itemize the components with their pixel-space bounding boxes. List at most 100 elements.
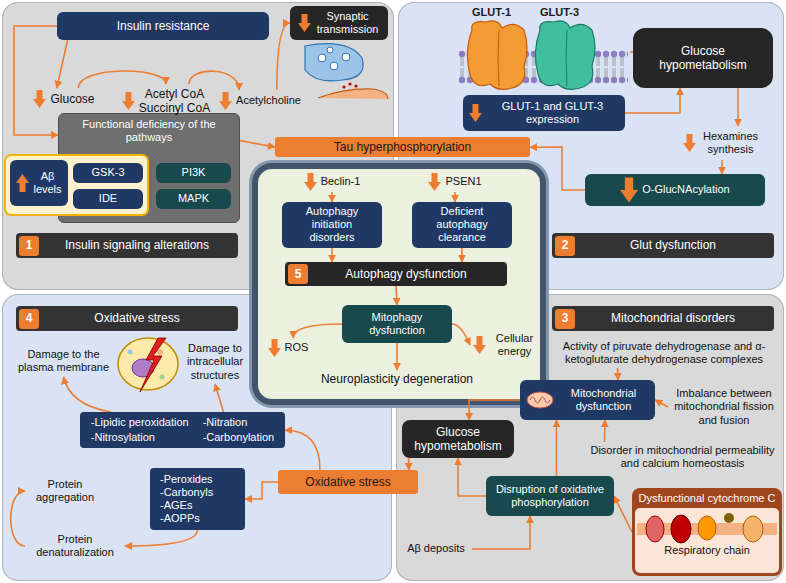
label-text: PSEN1 xyxy=(445,175,481,188)
down-icon xyxy=(683,134,696,152)
process-box: GLUT-1 and GLUT-3 expression xyxy=(463,95,625,131)
label-text: -AGEs xyxy=(160,499,192,512)
label-text: -AOPPs xyxy=(160,512,200,525)
process-box: -Lipidic peroxidation -Nitration -Nitrosyl… xyxy=(80,412,285,448)
label-text: Oxidative stress xyxy=(305,475,390,489)
arrow-icon xyxy=(219,92,232,110)
label-text: -Nitrosylation xyxy=(91,431,189,444)
text-node: Imbalance between mitochondrial fission … xyxy=(668,384,780,430)
process-box: Synaptic transmission xyxy=(290,6,388,40)
text-node: Glucose xyxy=(28,88,100,110)
arrow-connector xyxy=(472,516,530,549)
label-text: Synaptic transmission xyxy=(315,10,381,36)
arrow-connector xyxy=(408,458,410,470)
protein-label: GLUT-3 xyxy=(540,6,579,18)
protein-label: GLUT-1 xyxy=(472,6,511,18)
label-text: GSK-3 xyxy=(91,166,124,179)
cell-illustration xyxy=(118,338,178,392)
label-text: Dysfunctional cytochrome C xyxy=(635,492,779,505)
label-text: Damage to the plasma membrane xyxy=(16,348,111,374)
text-node: Damage to intracellular structures xyxy=(180,340,250,384)
arrow-icon xyxy=(16,174,29,192)
label-text: Oxidative stress xyxy=(39,311,235,325)
arrow-connector xyxy=(452,324,470,345)
label-text: Glucose hypometabolism xyxy=(408,425,508,454)
down-icon xyxy=(298,14,311,32)
process-box: -Peroxides-Carbonyls-AGEs-AOPPs xyxy=(150,468,245,530)
down-icon xyxy=(469,104,482,122)
label-text: Mitophagy dysfunction xyxy=(348,311,446,337)
down-icon xyxy=(428,173,441,191)
arrow-connector xyxy=(57,40,68,88)
arrow-connector xyxy=(396,343,398,370)
arrow-connector xyxy=(737,88,739,126)
process-box: MAPK xyxy=(156,189,231,209)
arrow-connector xyxy=(64,377,111,412)
process-box: GSK-3 xyxy=(73,163,143,183)
arrow-connector xyxy=(331,248,333,262)
label-text: Disruption of oxidative phosphorylation xyxy=(492,483,608,509)
label-text: Aβ levels xyxy=(33,170,62,196)
arrow-connector xyxy=(331,192,333,202)
arrow-connector xyxy=(245,482,278,499)
label-text: Deficient autophagy clearance xyxy=(418,205,506,245)
process-box: Insulin resistance xyxy=(57,12,269,40)
text-node: Beclin-1 xyxy=(292,172,372,192)
process-box: Tau hyperphosphorylation xyxy=(275,137,530,157)
process-box: Oxidative stress xyxy=(278,470,418,494)
text-node: Disorder in mitochondrial permeability a… xyxy=(585,442,780,472)
up-icon xyxy=(16,174,29,192)
process-box: 5Autophagy dysfunction xyxy=(285,262,507,286)
arrow-connector xyxy=(530,147,585,190)
arrow-connector xyxy=(461,248,463,262)
arrow-connector xyxy=(617,368,619,380)
label-text: -Carbonyls xyxy=(160,486,213,499)
label-text: Acetyl CoA Succinyl CoA xyxy=(139,87,211,116)
down-icon xyxy=(33,90,46,108)
process-box: Mitophagy dysfunction xyxy=(342,305,452,343)
arrow-connector xyxy=(277,23,290,90)
arrow-icon xyxy=(268,339,281,357)
text-node: Acetylcholine xyxy=(218,90,302,112)
label-text: GLUT-1 and GLUT-3 expression xyxy=(486,100,619,126)
process-box: PI3K xyxy=(156,163,231,183)
synapse-illustration xyxy=(305,44,388,99)
down-icon xyxy=(122,92,135,110)
label-text: -Peroxides xyxy=(160,473,213,486)
arrow-connector xyxy=(240,141,275,148)
process-box: Deficient autophagy clearance xyxy=(412,202,512,248)
label-text: Insulin resistance xyxy=(117,19,210,33)
label-text: Glucose hypometabolism xyxy=(639,44,767,73)
process-box: Functional deficiency of the pathwaysGSK… xyxy=(58,113,240,223)
arrow-connector xyxy=(189,71,239,90)
arrow-connector xyxy=(604,420,606,442)
highlight-frame xyxy=(5,155,148,215)
label-text: 1 xyxy=(19,236,39,256)
down-icon xyxy=(473,336,486,354)
label-text: Damage to intracellular structures xyxy=(180,342,250,382)
chain-holder xyxy=(637,510,777,544)
arrow-connector xyxy=(721,160,723,174)
arrow-connector xyxy=(11,491,25,546)
arrow-connector xyxy=(454,192,456,202)
label-text: -Nitration xyxy=(203,416,275,429)
label-text: IDE xyxy=(99,192,117,205)
label-text: Aβ deposits xyxy=(407,542,465,555)
label-text: Hexamines synthesis xyxy=(700,130,762,156)
respiratory-chain-illustration xyxy=(637,510,777,544)
label-text: PI3K xyxy=(182,166,206,179)
label-text: -Lipidic peroxidation xyxy=(91,416,189,429)
label-text: 5 xyxy=(288,264,308,284)
arrow-icon xyxy=(33,90,46,108)
heading-bar: 2Glut dysfunction xyxy=(552,233,774,258)
arrow-icon xyxy=(526,391,554,409)
down-icon xyxy=(219,92,232,110)
arrow-connector xyxy=(655,400,668,407)
label-text: ROS xyxy=(285,341,309,354)
arrow-icon xyxy=(304,173,317,191)
label-text: Glut dysfunction xyxy=(575,238,771,252)
process-box: Glucose hypometabolism xyxy=(633,28,773,88)
label-text: Respiratory chain xyxy=(664,544,750,557)
chain-panel: Respiratory chain xyxy=(635,508,779,573)
